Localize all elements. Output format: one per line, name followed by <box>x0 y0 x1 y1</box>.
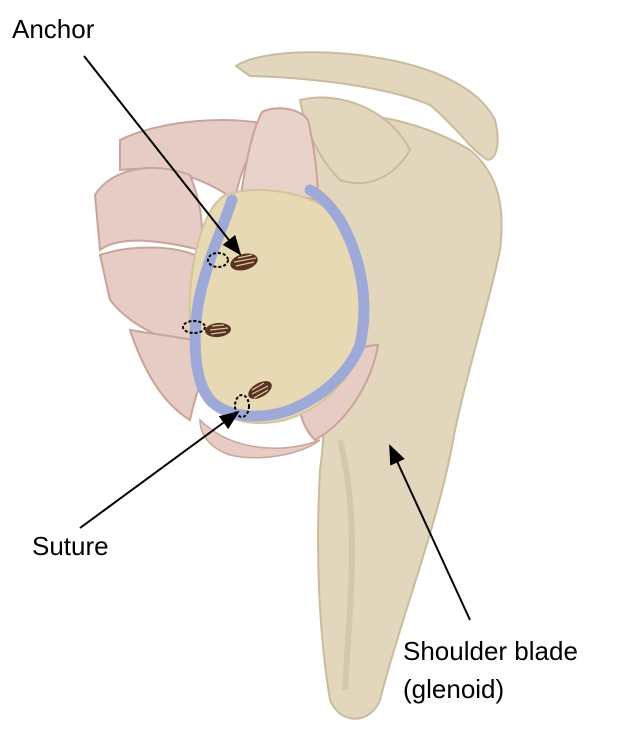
suture-label: Suture <box>32 531 109 561</box>
muscle-band-left-upper <box>95 168 202 250</box>
suture-arrow <box>80 412 238 528</box>
glenoid-label: (glenoid) <box>403 674 504 704</box>
anchor-label: Anchor <box>12 14 94 44</box>
shoulder-blade-label: Shoulder blade <box>403 636 578 666</box>
